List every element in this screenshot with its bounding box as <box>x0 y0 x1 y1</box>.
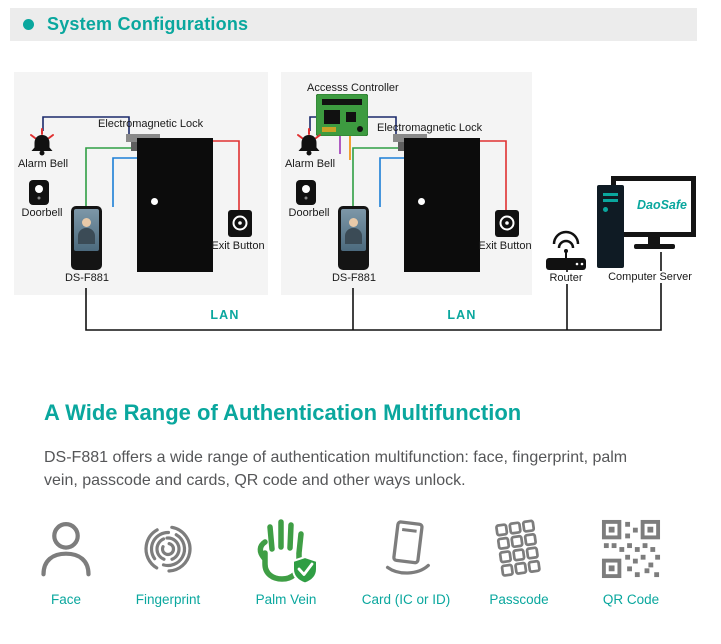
auth-item-palm-vein: Palm Vein <box>226 510 346 607</box>
router-label: Router <box>540 272 592 284</box>
passcode-icon <box>495 519 541 577</box>
section-header-banner: System Configurations <box>10 8 697 41</box>
access-controller-label: Accesss Controller <box>307 82 399 94</box>
auth-item-label: Face <box>50 592 81 607</box>
section-title: System Configurations <box>47 14 249 34</box>
shield-check-icon <box>292 555 318 585</box>
palm-vein-icon <box>257 519 318 585</box>
doorbell-icon <box>29 180 49 205</box>
auth-item-qr-code: QR Code <box>571 510 691 607</box>
auth-item-label: Card (IC or ID) <box>361 592 451 607</box>
doorbell-label: Doorbell <box>288 207 330 219</box>
computer-server-label: Computer Server <box>597 271 703 283</box>
exit-button-label: Exit Button <box>211 240 265 252</box>
auth-item-label: QR Code <box>602 592 660 607</box>
access-controller-icon <box>316 94 368 136</box>
electromagnetic-lock-label: Electromagnetic Lock <box>377 122 483 134</box>
qr-code-icon <box>601 519 661 579</box>
alarm-bell-icon <box>30 128 54 156</box>
server-brand-logo: DaoSafe <box>636 198 687 212</box>
router-icon <box>546 230 586 270</box>
doorbell-label: Doorbell <box>21 207 63 219</box>
device-screen <box>74 209 99 251</box>
auth-section-description: DS-F881 offers a wide range of authentic… <box>44 449 628 489</box>
auth-item-label: Passcode <box>489 592 549 607</box>
exit-button-icon <box>228 210 252 237</box>
fingerprint-icon <box>144 525 192 573</box>
auth-item-label: Fingerprint <box>135 592 201 607</box>
exit-button-icon <box>495 210 519 237</box>
device-model-label: DS-F881 <box>64 272 110 284</box>
exit-button-label: Exit Button <box>478 240 532 252</box>
access-terminal-device <box>338 206 369 270</box>
door <box>137 138 213 272</box>
auth-item-card: Card (IC or ID) <box>346 510 466 607</box>
door <box>404 138 480 272</box>
monitor-base <box>634 244 675 249</box>
server-tower <box>597 185 624 268</box>
alarm-bell-label: Alarm Bell <box>17 158 69 170</box>
doorbell-icon <box>296 180 316 205</box>
electromagnetic-lock-label: Electromagnetic Lock <box>98 118 204 130</box>
diagram-panel-right: Accesss Controller Electromagnetic Lock … <box>281 72 532 295</box>
auth-item-face: Face <box>6 510 126 607</box>
computer-monitor: DaoSafe <box>611 176 696 237</box>
auth-item-fingerprint: Fingerprint <box>108 510 228 607</box>
alarm-bell-icon <box>297 128 321 156</box>
door-handle <box>418 198 425 205</box>
monitor-stand <box>648 237 660 244</box>
diagram-panel-left: Electromagnetic Lock Alarm Bell Doorbell <box>14 72 268 295</box>
access-terminal-device <box>71 206 102 270</box>
face-icon <box>41 522 91 577</box>
device-model-label: DS-F881 <box>331 272 377 284</box>
lan-label-right: LAN <box>447 308 477 322</box>
card-icon <box>385 520 430 575</box>
bullet-dot-icon <box>23 19 34 30</box>
auth-section-title: A Wide Range of Authentication Multifunc… <box>44 400 522 425</box>
lan-label-left: LAN <box>210 308 240 322</box>
auth-item-label: Palm Vein <box>255 592 317 607</box>
door-handle <box>151 198 158 205</box>
device-screen <box>341 209 366 251</box>
alarm-bell-label: Alarm Bell <box>284 158 336 170</box>
auth-item-passcode: Passcode <box>459 510 579 607</box>
